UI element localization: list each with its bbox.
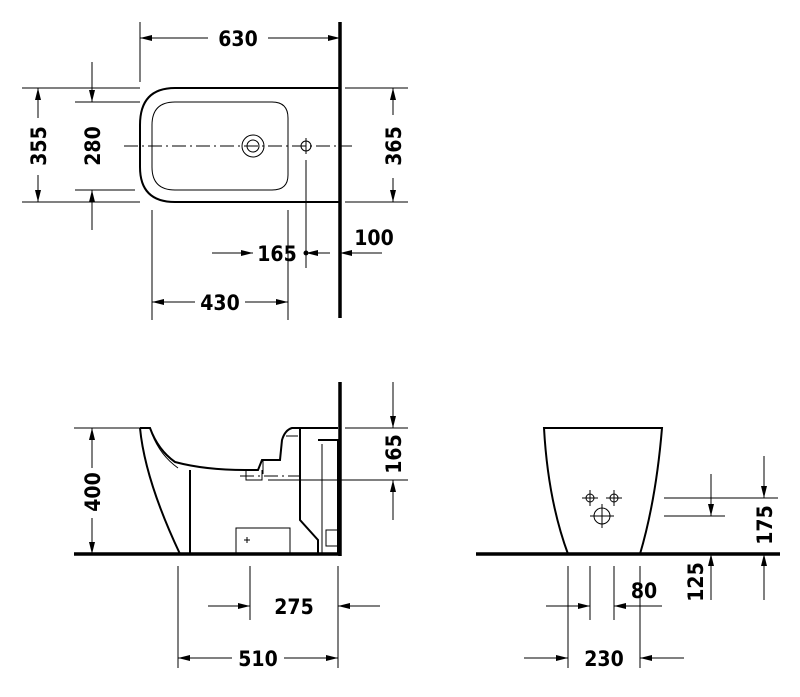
dim-165-side: 165 <box>382 434 406 473</box>
front-view: 175 125 80 230 <box>476 427 780 671</box>
dim-430: 430 <box>200 291 239 315</box>
dim-510: 510 <box>238 647 277 671</box>
dim-125: 125 <box>684 562 708 601</box>
bidet-outline-side <box>139 427 339 555</box>
drain-outer <box>241 134 265 158</box>
dim-175: 175 <box>753 505 777 544</box>
dim-355: 355 <box>27 126 51 165</box>
connection-symbols <box>582 490 622 528</box>
dim-400: 400 <box>81 472 105 511</box>
dim-230: 230 <box>584 647 623 671</box>
dim-365: 365 <box>382 126 406 165</box>
dim-275: 275 <box>274 595 313 619</box>
dim-280: 280 <box>81 126 105 165</box>
top-view: 630 355 280 365 165 <box>22 22 408 320</box>
dim-165-top: 165 <box>257 242 296 266</box>
dim-80: 80 <box>631 579 657 603</box>
dim-630: 630 <box>218 27 257 51</box>
bidet-outline-top <box>139 87 340 203</box>
dim-100: 100 <box>354 226 393 250</box>
bidet-inner-top <box>151 101 289 191</box>
drain-inner <box>246 139 260 153</box>
side-view: 400 165 275 510 <box>74 382 408 671</box>
bidet-outline-front <box>542 427 664 555</box>
